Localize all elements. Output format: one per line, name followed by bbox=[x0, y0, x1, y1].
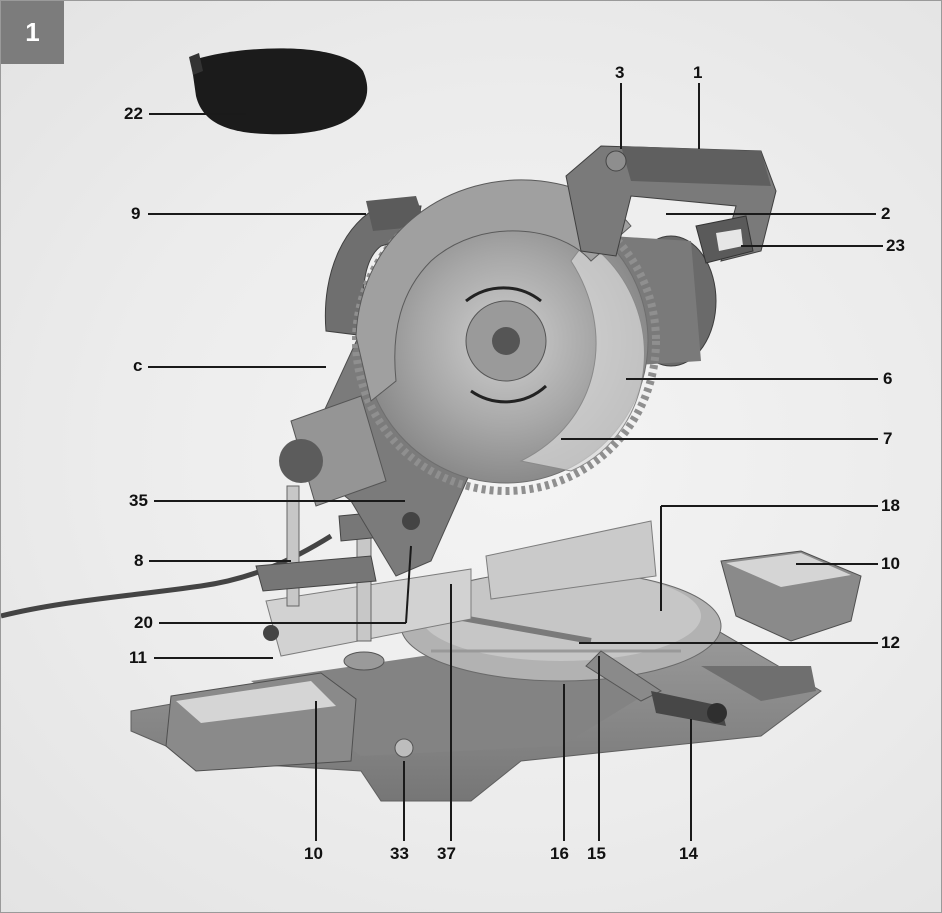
callout-14: 14 bbox=[679, 844, 698, 863]
callout-37: 37 bbox=[437, 844, 456, 863]
callout-8: 8 bbox=[134, 551, 144, 570]
laser bbox=[695, 215, 754, 264]
callout-10-left: 10 bbox=[304, 844, 323, 863]
callout-20: 20 bbox=[134, 613, 153, 632]
blade-guard bbox=[519, 240, 645, 472]
callout-18: 18 bbox=[881, 496, 900, 515]
callout-7: 7 bbox=[883, 429, 893, 448]
callout-35: 35 bbox=[129, 491, 148, 510]
callout-c: c bbox=[133, 356, 143, 375]
upper-guard bbox=[355, 179, 632, 402]
lock-screw bbox=[263, 625, 279, 641]
callout-16: 16 bbox=[550, 844, 569, 863]
callout-11: 11 bbox=[129, 648, 147, 667]
extension-right bbox=[701, 550, 862, 701]
dust-bag bbox=[189, 48, 368, 135]
callout-2: 2 bbox=[881, 204, 891, 223]
callout-9: 9 bbox=[131, 204, 141, 223]
callout-23: 23 bbox=[886, 236, 905, 255]
callout-3: 3 bbox=[615, 63, 625, 82]
extension-left bbox=[165, 672, 357, 772]
callout-6: 6 bbox=[883, 369, 893, 388]
callout-22: 22 bbox=[124, 104, 143, 123]
depth-stop-knob bbox=[402, 512, 420, 530]
callout-10-right: 10 bbox=[881, 554, 900, 573]
leader-lines bbox=[148, 83, 883, 841]
callout-1: 1 bbox=[693, 63, 703, 82]
locking-handle bbox=[585, 650, 727, 726]
mounting-hole bbox=[394, 738, 414, 758]
callout-33: 33 bbox=[390, 844, 409, 863]
main-handle bbox=[565, 145, 777, 262]
callout-12: 12 bbox=[881, 633, 900, 652]
callout-15: 15 bbox=[587, 844, 606, 863]
figure-number-badge: 1 bbox=[1, 1, 64, 64]
